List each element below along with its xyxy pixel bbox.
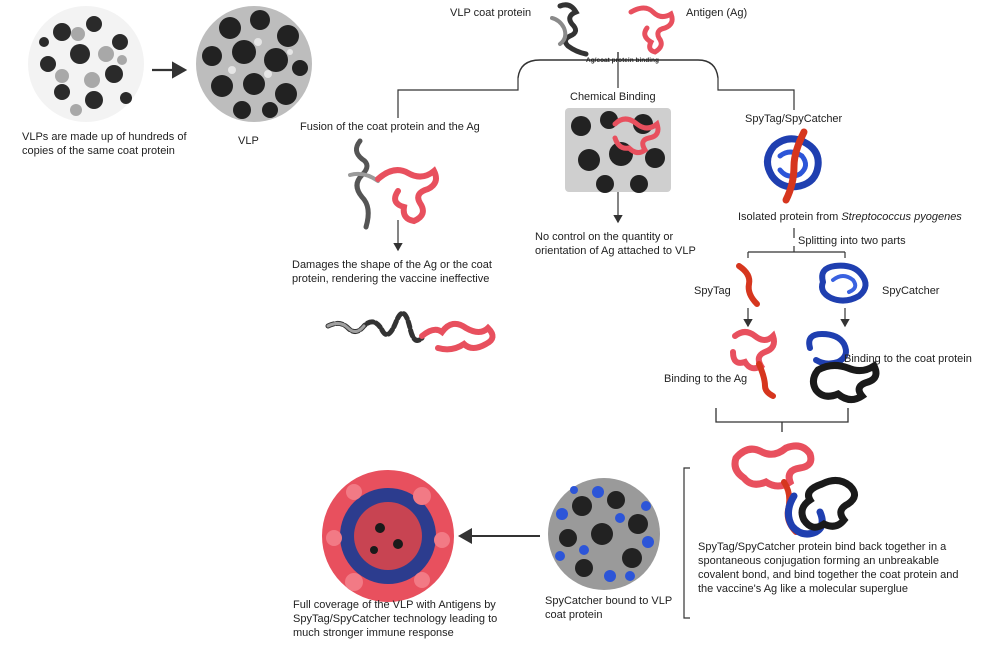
spycatcher-label: SpyCatcher bbox=[882, 285, 940, 297]
full-coverage-vlp-illustration bbox=[322, 470, 454, 602]
full-coverage-label: Full coverage of the VLP with Antigens b… bbox=[293, 599, 498, 639]
damaged-protein-illustration bbox=[325, 310, 496, 353]
coat-protein-label: VLP coat protein bbox=[450, 7, 532, 19]
isolated-protein-label: Isolated protein from Streptococcus pyog… bbox=[738, 210, 962, 224]
spycatcher-bound-label: SpyCatcher bound to VLP coat protein bbox=[545, 595, 672, 621]
bind-back-label: SpyTag/SpyCatcher protein bind back toge… bbox=[698, 541, 959, 595]
spycatcher-vlp-illustration bbox=[548, 478, 660, 590]
chemical-binding-illustration bbox=[565, 108, 671, 193]
merge-bracket bbox=[715, 408, 849, 423]
no-control-label: No control on the quantity or orientatio… bbox=[535, 231, 696, 257]
side-bracket bbox=[683, 467, 690, 619]
vlp-sparse-illustration bbox=[28, 6, 144, 122]
ag-coat-binding-label: Ag/coat protein binding bbox=[586, 57, 659, 64]
vlp-description-label: VLPs are made up of hundreds of copies o… bbox=[22, 131, 187, 157]
damages-label: Damages the shape of the Ag or the coat … bbox=[292, 259, 492, 285]
bound-complex-illustration bbox=[731, 442, 858, 538]
vlp-label: VLP bbox=[238, 135, 259, 147]
spycatcher-coat-illustration bbox=[806, 330, 880, 403]
splitting-label: Splitting into two parts bbox=[798, 235, 906, 247]
antigen-icon bbox=[628, 5, 675, 55]
binding-coat-label: Binding to the coat protein bbox=[844, 353, 972, 365]
spytag-spycatcher-complex-illustration bbox=[764, 128, 822, 204]
coat-protein-icon bbox=[550, 2, 589, 57]
isolated-protein-prefix: Isolated protein from bbox=[738, 211, 842, 223]
vlp-dense-illustration bbox=[196, 6, 312, 122]
chemical-binding-label: Chemical Binding bbox=[570, 91, 656, 103]
spycatcher-illustration bbox=[819, 262, 869, 304]
branch-fusion bbox=[397, 78, 519, 118]
branch-spytag bbox=[717, 78, 795, 110]
fusion-label: Fusion of the coat protein and the Ag bbox=[300, 121, 480, 133]
isolated-protein-species: Streptococcus pyogenes bbox=[841, 211, 962, 223]
binding-ag-label: Binding to the Ag bbox=[664, 373, 748, 385]
fusion-protein-illustration bbox=[348, 138, 439, 230]
spytag-spycatcher-label: SpyTag/SpyCatcher bbox=[745, 113, 843, 125]
spytag-illustration bbox=[736, 263, 760, 307]
spytag-label: SpyTag bbox=[694, 285, 731, 297]
antigen-label: Antigen (Ag) bbox=[686, 7, 748, 19]
spytag-ag-illustration bbox=[730, 329, 777, 399]
